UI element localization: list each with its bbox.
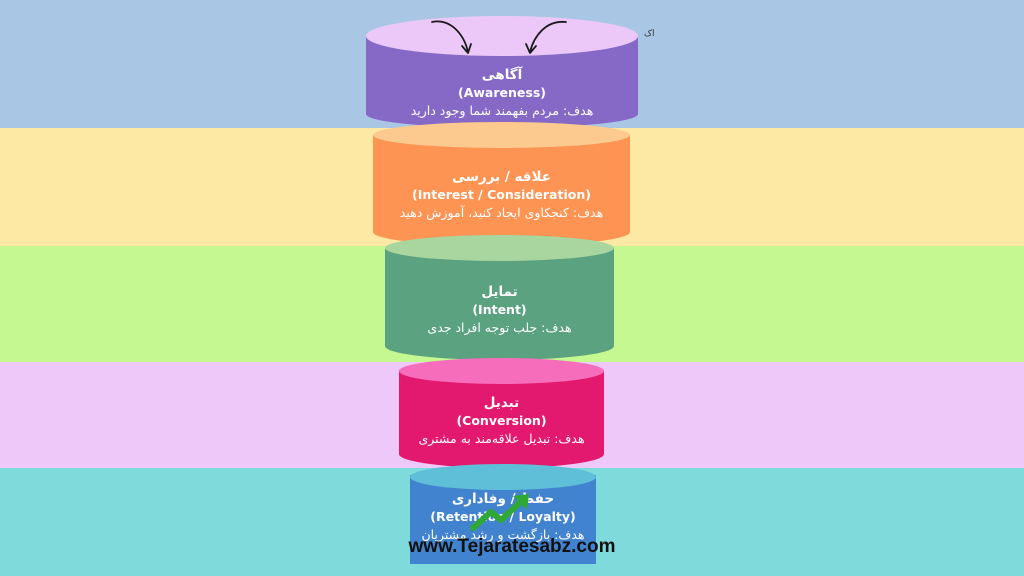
funnel-tier-conversion: تبدیل (Conversion) هدف: تبدیل علاقه‌مند … [399,358,604,468]
tier-body [399,370,604,468]
corner-text-fragment: اک [644,29,655,39]
tier-title-fa: آگاهی [481,67,523,83]
tier-goal: هدف: بازگشت و رشد مشتریان [421,527,585,542]
tier-goal: هدف: جلب توجه افراد جدی [427,320,572,335]
tier-title-en: (Awareness) [458,85,546,100]
tier-title-fa: تمایل [481,284,518,300]
tier-text: تمایل (Intent) هدف: جلب توجه افراد جدی [385,283,614,337]
tier-body [373,135,630,246]
tier-title-en: (Conversion) [456,413,547,428]
watermark-url: www.Tejaratesabz.com [408,536,616,557]
tier-goal: هدف: مردم بفهمند شما وجود دارید [410,103,594,118]
tier-text: آگاهی (Awareness) هدف: مردم بفهمند شما و… [366,66,638,120]
tier-text: علاقه / بررسی (Interest / Consideration)… [373,168,630,222]
tier-text: تبدیل (Conversion) هدف: تبدیل علاقه‌مند … [399,394,604,448]
tejaratesabz-logo-icon [470,494,529,531]
curved-arrows-down-icon [431,20,567,54]
tier-title-fa: علاقه / بررسی [451,169,551,185]
funnel-tier-interest: علاقه / بررسی (Interest / Consideration)… [373,122,630,246]
tier-top-ellipse [410,464,596,490]
tier-top-ellipse [366,16,638,56]
tier-title-en: (Interest / Consideration) [412,187,591,202]
funnel-tier-awareness: آگاهی (Awareness) هدف: مردم بفهمند شما و… [366,16,638,128]
tier-goal: هدف: کنجکاوی ایجاد کنید، آموزش دهید [399,205,604,220]
tier-title-en: (Intent) [472,302,527,317]
tier-title-fa: تبدیل [483,395,520,411]
tier-top-ellipse [385,235,614,261]
tier-top-ellipse [399,358,604,384]
funnel-tier-intent: تمایل (Intent) هدف: جلب توجه افراد جدی [385,235,614,360]
tier-top-ellipse [373,122,630,148]
tier-goal: هدف: تبدیل علاقه‌مند به مشتری [418,431,585,446]
tier-body [385,248,614,360]
